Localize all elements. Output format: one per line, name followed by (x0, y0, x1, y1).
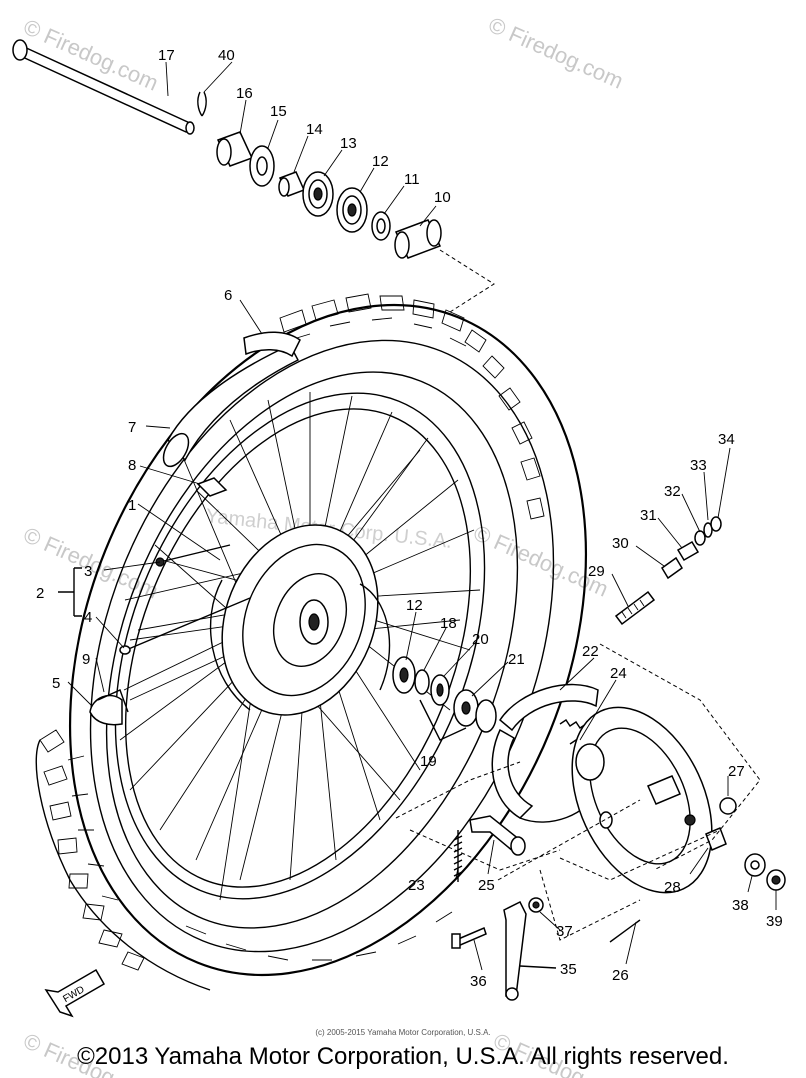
washer-38 (744, 853, 766, 877)
part-number: 4 (84, 609, 92, 626)
part-number: 24 (610, 665, 627, 682)
part-number: 8 (128, 457, 136, 474)
part-number: 6 (224, 287, 232, 304)
part-number: 35 (560, 961, 577, 978)
part-number: 18 (440, 615, 457, 632)
assembly-guides (395, 643, 761, 941)
bracket-2 (58, 567, 82, 617)
part-number: 10 (434, 189, 451, 206)
part-number: 40 (218, 47, 235, 64)
main-copyright: ©2013 Yamaha Motor Corporation, U.S.A. A… (77, 1043, 729, 1070)
brake-cam (469, 815, 526, 856)
part-number: 15 (270, 103, 287, 120)
part-number: 21 (508, 651, 525, 668)
bearing-13 (302, 171, 334, 217)
speedometer-clutch (661, 516, 722, 580)
axle-collar (216, 131, 254, 167)
part-number: 17 (158, 47, 175, 64)
spacer (278, 171, 306, 197)
part-number: 39 (766, 913, 783, 930)
front-axle (12, 39, 195, 135)
part-number: 13 (340, 135, 357, 152)
lever-bolt (451, 926, 487, 949)
forward-arrow-icon (44, 968, 106, 1018)
part-number: 32 (664, 483, 681, 500)
brake-shoe-plate (571, 706, 713, 894)
part-number: 20 (472, 631, 489, 648)
part-number: 11 (404, 171, 420, 188)
part-number: 12 (406, 597, 423, 614)
washer-11 (371, 211, 391, 241)
bracket-26 (609, 919, 641, 943)
part-number: 29 (588, 563, 605, 580)
part-number: 34 (718, 431, 735, 448)
part-number: 31 (640, 507, 657, 524)
part-number: 37 (556, 923, 573, 940)
part-number: 19 (420, 753, 437, 770)
part-number: 12 (372, 153, 389, 170)
oil-seal-21 (453, 689, 497, 733)
spacer-flange-18 (414, 669, 430, 695)
front-tire (35, 293, 587, 991)
part-number: 1 (128, 497, 136, 514)
brake-shoe (491, 683, 599, 823)
bracket-35 (519, 965, 557, 969)
spoke-detail (119, 544, 251, 655)
cotter-pin (197, 91, 207, 117)
part-number: 26 (612, 967, 629, 984)
part-number: 28 (664, 879, 681, 896)
part-number: 16 (236, 85, 253, 102)
speedometer-gear (614, 590, 656, 626)
part-number: 33 (690, 457, 707, 474)
indicator-28 (705, 827, 727, 851)
small-copyright: (c) 2005-2015 Yamaha Motor Corporation, … (315, 1028, 491, 1037)
bearing-20 (430, 674, 450, 706)
front-hub (210, 524, 391, 716)
tube-band (89, 689, 129, 726)
part-number: 30 (612, 535, 629, 552)
part-number: 23 (408, 877, 425, 894)
bearing-12 (336, 187, 368, 233)
part-number: 5 (52, 675, 60, 692)
part-number: 9 (82, 651, 90, 668)
part-number: 27 (728, 763, 745, 780)
part-number: 38 (732, 897, 749, 914)
part-number: 25 (478, 877, 495, 894)
cam-lever (503, 900, 527, 1001)
bearing-12-lower (392, 656, 416, 694)
seal-27 (719, 797, 737, 815)
part-number: 36 (470, 973, 487, 990)
leader-lines (67, 61, 777, 971)
spacer-10 (394, 219, 442, 259)
lever-nut (528, 897, 544, 913)
oil-seal (249, 145, 275, 187)
part-number: 22 (582, 643, 599, 660)
brake-cam-spring (453, 830, 463, 882)
valve-nut (196, 477, 228, 497)
part-number: 2 (36, 585, 44, 602)
nut-39 (766, 869, 786, 891)
part-number: 3 (84, 563, 92, 580)
rim-band (162, 331, 301, 468)
part-number: 7 (128, 419, 136, 436)
bracket-19 (419, 699, 467, 741)
part-number: 14 (306, 121, 323, 138)
